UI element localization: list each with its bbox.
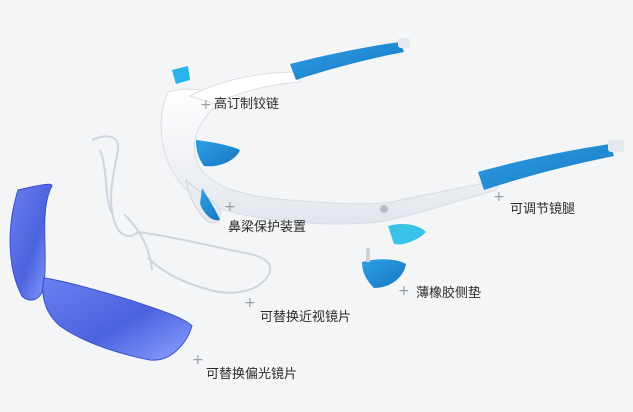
hinge-small-blue <box>172 66 190 84</box>
nose-pad-left <box>196 140 240 167</box>
myopia-lens-marker: + <box>244 295 256 311</box>
nose-bridge-label: 鼻梁保护装置 <box>228 220 307 235</box>
temple-tip-top-end <box>398 38 410 48</box>
rubber-pad-stem <box>366 248 370 262</box>
rubber-pad-marker: + <box>398 283 410 299</box>
nose-pad-right <box>200 188 220 221</box>
temple-tip-top <box>290 42 404 80</box>
frame-screw <box>380 205 388 213</box>
rubber-pad-upper <box>388 224 426 245</box>
rubber-pad-label: 薄橡胶侧垫 <box>416 286 482 301</box>
temple-label: 可调节镜腿 <box>510 202 576 217</box>
rubber-pad-lower <box>362 259 406 288</box>
polarized-lens-right <box>42 277 193 361</box>
hinge-marker: + <box>200 97 212 113</box>
temple-tip-right-end <box>608 140 624 152</box>
temple-tip-right <box>478 144 614 190</box>
myopia-lens-frame <box>91 135 272 294</box>
nose-bridge-marker: + <box>224 199 236 215</box>
hinge-label: 高订制铰链 <box>214 97 280 112</box>
polarized-lens-marker: + <box>192 352 204 368</box>
myopia-lens-label: 可替换近视镜片 <box>260 310 352 325</box>
polarized-lens-label: 可替换偏光镜片 <box>206 367 298 382</box>
temple-marker: + <box>493 189 505 205</box>
